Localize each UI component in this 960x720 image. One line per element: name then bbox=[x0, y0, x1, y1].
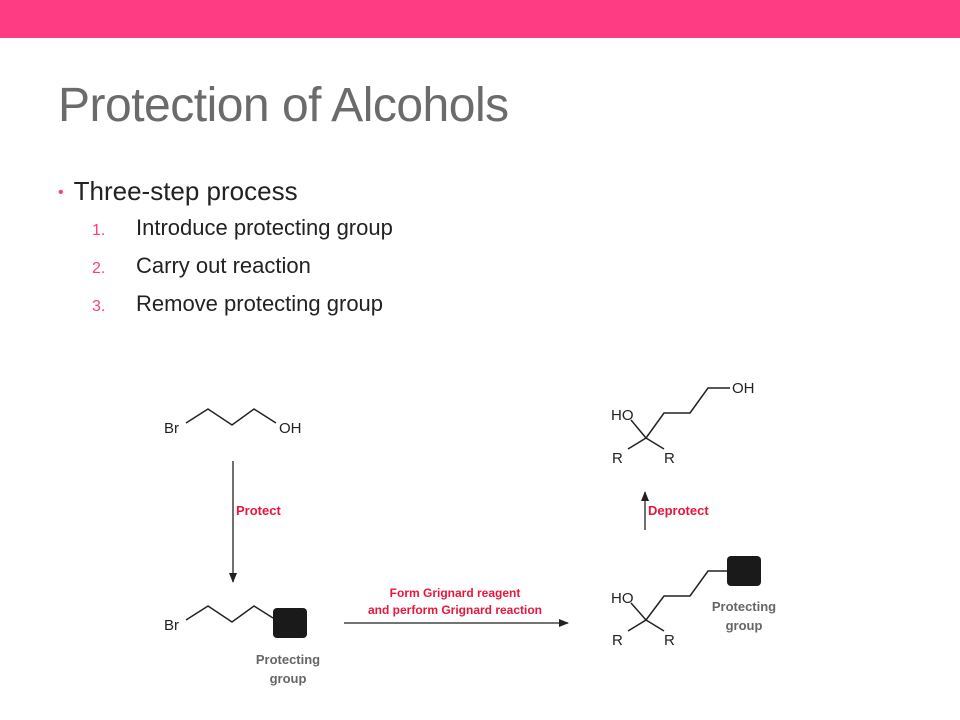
protecting-group-label-line1: Protecting bbox=[712, 599, 776, 614]
step-item: 3. Remove protecting group bbox=[58, 291, 393, 329]
protecting-group-block bbox=[727, 556, 761, 586]
step-text: Remove protecting group bbox=[136, 291, 384, 316]
protecting-group-block bbox=[273, 608, 307, 638]
step-number: 3. bbox=[92, 298, 106, 315]
adduct-ho-label: HO bbox=[611, 590, 634, 607]
adduct-molecule: HO R R Protecting group bbox=[611, 556, 776, 649]
adduct-r-left-bond bbox=[627, 619, 647, 632]
product-r-right-label: R bbox=[664, 450, 675, 467]
protecting-group-label-line1: Protecting bbox=[256, 652, 320, 667]
adduct-r-right-label: R bbox=[664, 632, 675, 649]
step-text: Introduce protecting group bbox=[136, 215, 393, 240]
start-molecule: Br OH bbox=[164, 408, 302, 437]
product-r-left-label: R bbox=[612, 450, 623, 467]
grignard-label-line1: Form Grignard reagent bbox=[390, 586, 521, 600]
protected-chain-bonds bbox=[185, 605, 274, 623]
grignard-label-line2: and perform Grignard reaction bbox=[368, 603, 542, 617]
bullet-text: Three-step process bbox=[73, 176, 298, 206]
product-molecule: HO OH R R bbox=[611, 380, 755, 467]
protecting-group-label-line2: group bbox=[270, 671, 307, 686]
deprotect-label: Deprotect bbox=[648, 503, 709, 518]
bullet-dot-icon: • bbox=[58, 184, 64, 201]
step-list: 1. Introduce protecting group 2. Carry o… bbox=[58, 215, 393, 329]
protect-label: Protect bbox=[236, 503, 281, 518]
bullet-list: • Three-step process 1. Introduce protec… bbox=[58, 176, 393, 329]
top-accent-bar bbox=[0, 0, 960, 38]
start-chain-bonds bbox=[185, 408, 277, 426]
step-number: 2. bbox=[92, 260, 106, 277]
adduct-r-right-bond bbox=[645, 619, 665, 632]
step-item: 1. Introduce protecting group bbox=[58, 215, 393, 253]
product-ho-bond bbox=[630, 419, 647, 439]
bullet-item: • Three-step process bbox=[58, 176, 393, 207]
adduct-r-left-label: R bbox=[612, 632, 623, 649]
protected-molecule: Br Protecting group bbox=[164, 605, 320, 686]
start-br-label: Br bbox=[164, 420, 179, 437]
product-oh-label: OH bbox=[732, 380, 755, 397]
protected-br-label: Br bbox=[164, 617, 179, 634]
step-item: 2. Carry out reaction bbox=[58, 253, 393, 291]
slide-title: Protection of Alcohols bbox=[58, 79, 509, 132]
step-number: 1. bbox=[92, 222, 106, 239]
product-chain-bonds bbox=[645, 387, 730, 439]
product-ho-label: HO bbox=[611, 407, 634, 424]
start-oh-label: OH bbox=[279, 420, 302, 437]
protecting-group-label-line2: group bbox=[726, 618, 763, 633]
product-r-right-bond bbox=[645, 437, 665, 450]
adduct-ho-bond bbox=[630, 602, 647, 621]
step-text: Carry out reaction bbox=[136, 253, 311, 278]
adduct-chain-bonds bbox=[645, 570, 727, 621]
product-r-left-bond bbox=[627, 437, 647, 450]
